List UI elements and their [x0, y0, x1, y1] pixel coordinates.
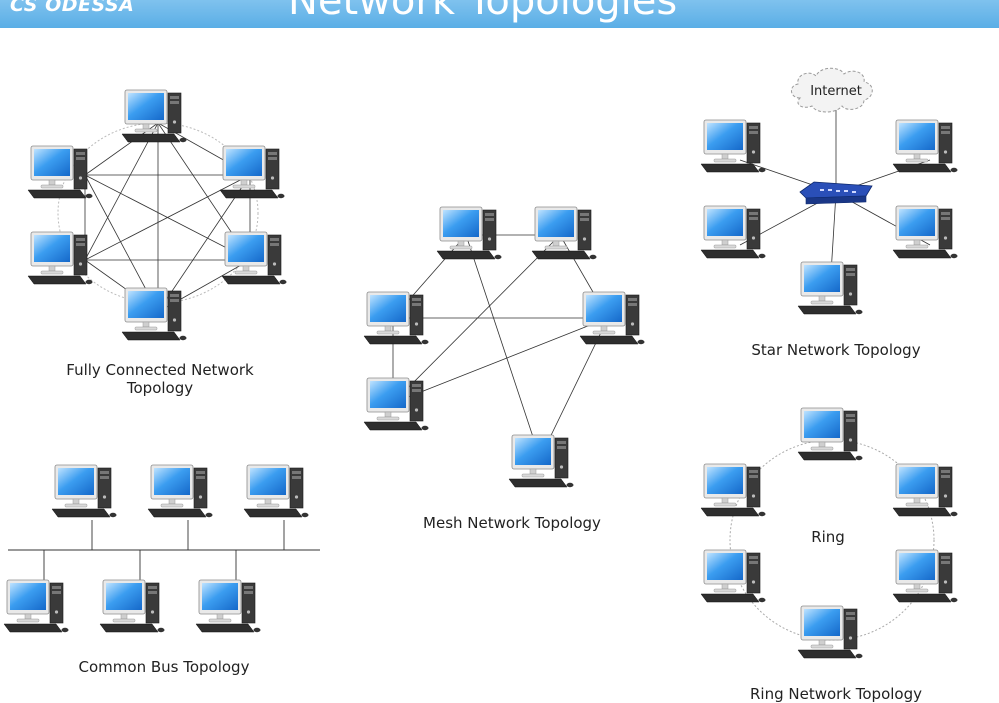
computer-icon: [99, 579, 165, 633]
fully-connected-caption-line2: Topology: [126, 379, 194, 397]
computer-icon: [797, 407, 863, 461]
computer-icon: [147, 464, 213, 518]
computer-icon: [892, 463, 958, 517]
computer-icon: [27, 145, 93, 199]
star-caption: Star Network Topology: [751, 341, 921, 359]
network-switch-icon: [799, 181, 873, 205]
fully-connected-caption-line1: Fully Connected Network: [66, 361, 254, 379]
brand-logo: CS ODESSA: [10, 0, 135, 16]
computer-icon: [51, 464, 117, 518]
bus-topology: [3, 464, 320, 633]
computer-icon: [121, 287, 187, 341]
computer-icon: [3, 579, 69, 633]
page-header: CS ODESSA Network Topologies: [0, 0, 999, 28]
fully-connected-caption: Fully Connected Network Topology: [40, 361, 280, 397]
computer-icon: [219, 145, 285, 199]
mesh-topology: [363, 206, 645, 488]
computer-icon: [121, 89, 187, 143]
computer-icon: [700, 205, 766, 259]
star-topology: [700, 67, 958, 315]
computer-icon: [436, 206, 502, 260]
internet-label: Internet: [810, 84, 862, 99]
computer-icon: [363, 377, 429, 431]
page-title: Network Topologies: [288, 0, 678, 24]
mesh-caption: Mesh Network Topology: [423, 514, 601, 532]
computer-icon: [27, 231, 93, 285]
computer-icon: [579, 291, 645, 345]
computer-icon: [892, 549, 958, 603]
computer-icon: [700, 119, 766, 173]
computer-icon: [700, 549, 766, 603]
computer-icon: [363, 291, 429, 345]
computer-icon: [892, 205, 958, 259]
fully-connected-topology: [27, 89, 287, 341]
computer-icon: [195, 579, 261, 633]
bus-caption: Common Bus Topology: [78, 658, 250, 676]
computer-icon: [531, 206, 597, 260]
computer-icon: [221, 231, 287, 285]
internet-cloud-icon: [791, 67, 873, 113]
computer-icon: [892, 119, 958, 173]
ring-caption: Ring Network Topology: [749, 685, 923, 703]
ring-center-label: Ring: [811, 528, 845, 546]
computer-icon: [508, 434, 574, 488]
computer-icon: [700, 463, 766, 517]
computer-icon: [797, 261, 863, 315]
computer-icon: [243, 464, 309, 518]
computer-icon: [797, 605, 863, 659]
ring-topology: [700, 407, 958, 659]
